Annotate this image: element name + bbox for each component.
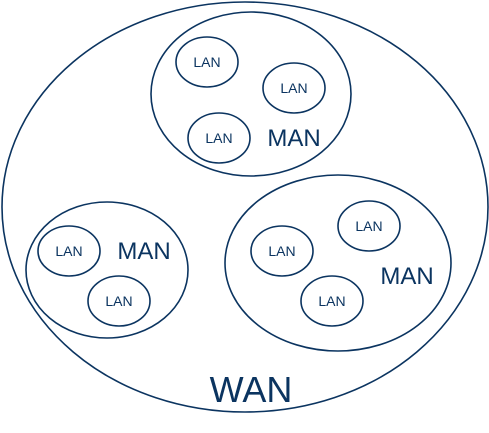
lan-left-2-ellipse [87,275,151,327]
lan-top-2-ellipse [262,62,326,114]
lan-top-3-ellipse [187,112,251,164]
man-top-group: LAN LAN LAN MAN [150,11,352,177]
lan-right-1-ellipse [337,200,401,252]
man-top-label: MAN [267,125,320,152]
lan-top-3-label: LAN [205,130,232,146]
lan-left-1-label: LAN [55,243,82,259]
lan-top-1-ellipse [175,36,239,88]
man-right-label: MAN [380,263,433,290]
lan-right-3-label: LAN [318,293,345,309]
lan-top-1-label: LAN [193,54,220,70]
lan-right-2-ellipse [250,225,314,277]
lan-right-1-label: LAN [355,218,382,234]
lan-left-2-label: LAN [105,293,132,309]
wan-label: WAN [210,369,293,410]
man-left-group: LAN LAN MAN [25,201,189,339]
man-left-label: MAN [117,238,170,265]
lan-right-3-ellipse [300,275,364,327]
lan-right-2-label: LAN [268,243,295,259]
lan-left-1-ellipse [37,225,101,277]
lan-top-2-label: LAN [280,80,307,96]
man-right-group: LAN LAN LAN MAN [224,174,452,352]
